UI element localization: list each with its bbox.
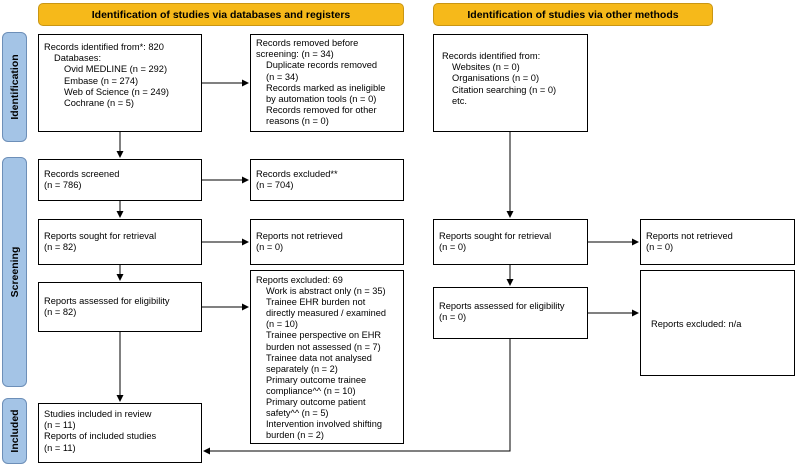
other-records-identified-box: Records identified from: Websites (n = 0…	[433, 34, 588, 132]
removed-reason: (n = 34)	[266, 71, 299, 82]
records-excluded-title: Records excluded**	[256, 169, 338, 179]
studies-included-count: (n = 11)	[44, 420, 76, 431]
other-source: Citation searching (n = 0)	[452, 84, 557, 95]
reports-sought-box: Reports sought for retrieval (n = 82)	[38, 219, 202, 265]
removed-reason: Duplicate records removed	[266, 60, 378, 71]
header-databases-text: Identification of studies via databases …	[91, 8, 351, 21]
reports-not-retrieved-count: (n = 0)	[256, 242, 284, 253]
removed-reason: reasons (n = 0)	[266, 116, 329, 127]
records-screened-count: (n = 786)	[44, 180, 82, 191]
removed-reason: Records removed for other	[266, 105, 377, 116]
other-assessed-count: (n = 0)	[439, 312, 467, 323]
database-count: Web of Science (n = 249)	[64, 86, 169, 97]
records-excluded-box: Records excluded** (n = 704)	[250, 159, 404, 201]
records-removed-box: Records removed before screening: (n = 3…	[250, 34, 404, 132]
exclusion-reason: Work is abstract only (n = 35)	[266, 286, 386, 297]
reports-assessed-title: Reports assessed for eligibility	[44, 296, 170, 306]
reports-included-count: (n = 11)	[44, 442, 76, 453]
other-not-retrieved-title: Reports not retrieved	[646, 231, 733, 241]
reports-assessed-count: (n = 82)	[44, 307, 77, 318]
reports-not-retrieved-box: Reports not retrieved (n = 0)	[250, 219, 404, 265]
databases-label: Databases:	[54, 53, 102, 64]
reports-excluded-title: Reports excluded: 69	[256, 275, 343, 285]
other-reports-excluded-text: Reports excluded: n/a	[651, 319, 742, 329]
studies-included-box: Studies included in review (n = 11) Repo…	[38, 403, 202, 463]
other-assessed-title: Reports assessed for eligibility	[439, 301, 565, 311]
database-count: Embase (n = 274)	[64, 75, 139, 86]
exclusion-reason: directly measured / examined	[266, 308, 387, 319]
reports-sought-title: Reports sought for retrieval	[44, 231, 157, 241]
records-identified-total: Records identified from*: 820	[44, 42, 164, 52]
exclusion-reason: Trainee data not analysed	[266, 352, 372, 363]
exclusion-reason: burden (n = 2)	[266, 430, 324, 441]
phase-included: Included	[2, 398, 27, 464]
header-databases: Identification of studies via databases …	[38, 3, 404, 26]
phase-identification: Identification	[2, 32, 27, 142]
reports-assessed-box: Reports assessed for eligibility (n = 82…	[38, 282, 202, 332]
exclusion-reason: separately (n = 2)	[266, 363, 338, 374]
studies-included-title: Studies included in review	[44, 409, 152, 419]
reports-not-retrieved-title: Reports not retrieved	[256, 231, 343, 241]
database-count: Cochrane (n = 5)	[64, 98, 135, 109]
records-excluded-count: (n = 704)	[256, 180, 294, 191]
exclusion-reason: Primary outcome patient	[266, 397, 366, 408]
other-records-title: Records identified from:	[442, 51, 541, 61]
other-reports-assessed-box: Reports assessed for eligibility (n = 0)	[433, 287, 588, 339]
other-source: Organisations (n = 0)	[452, 73, 540, 84]
exclusion-reason: safety^^ (n = 5)	[266, 408, 329, 419]
other-reports-sought-title: Reports sought for retrieval	[439, 231, 552, 241]
other-reports-sought-box: Reports sought for retrieval (n = 0)	[433, 219, 588, 265]
records-screened-box: Records screened (n = 786)	[38, 159, 202, 201]
reports-sought-count: (n = 82)	[44, 242, 77, 253]
records-removed-title: Records removed before	[256, 38, 359, 48]
removed-reason: by automation tools (n = 0)	[266, 94, 377, 105]
reports-included-title: Reports of included studies	[44, 431, 157, 442]
exclusion-reason: Trainee EHR burden not	[266, 297, 366, 308]
exclusion-reason: Intervention involved shifting	[266, 419, 382, 430]
removed-reason: Records marked as ineligible	[266, 82, 386, 93]
arrow-other-assessed-to-included	[203, 339, 511, 455]
phase-screening: Screening	[2, 157, 27, 387]
other-not-retrieved-count: (n = 0)	[646, 242, 674, 253]
exclusion-reason: Primary outcome trainee	[266, 374, 367, 385]
reports-excluded-box: Reports excluded: 69 Work is abstract on…	[250, 270, 404, 444]
exclusion-reason: (n = 10)	[266, 319, 298, 330]
database-count: Ovid MEDLINE (n = 292)	[64, 64, 168, 75]
records-identified-box: Records identified from*: 820 Databases:…	[38, 34, 202, 132]
records-screened-title: Records screened	[44, 169, 120, 179]
exclusion-reason: burden not assessed (n = 7)	[266, 341, 381, 352]
other-source: Websites (n = 0)	[452, 62, 520, 73]
header-other-text: Identification of studies via other meth…	[467, 8, 679, 21]
records-removed-count: screening: (n = 34)	[256, 49, 334, 60]
exclusion-reason: Trainee perspective on EHR	[266, 330, 382, 341]
header-other-methods: Identification of studies via other meth…	[433, 3, 713, 26]
other-reports-sought-count: (n = 0)	[439, 242, 467, 253]
other-reports-excluded-box: Reports excluded: n/a	[640, 270, 795, 376]
exclusion-reason: compliance^^ (n = 10)	[266, 385, 356, 396]
other-source: etc.	[452, 95, 467, 106]
other-reports-not-retrieved-box: Reports not retrieved (n = 0)	[640, 219, 795, 265]
